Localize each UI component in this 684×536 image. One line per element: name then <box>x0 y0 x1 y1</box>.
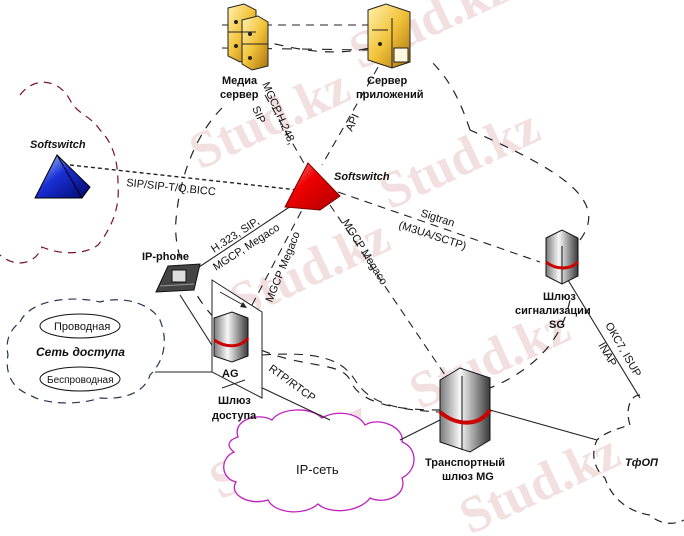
media-gateway-label-2: шлюз MG <box>442 471 494 483</box>
main-softswitch-icon[interactable] <box>284 162 341 211</box>
pstn-label: ТфОП <box>625 457 659 469</box>
link-phone-softswitch <box>189 199 301 274</box>
wireless-ellipse <box>39 366 121 392</box>
access-gateway-inner-label: AG <box>222 368 239 380</box>
access-network-label: Сеть доступа <box>36 345 125 359</box>
ip-network-cloud <box>223 409 415 513</box>
remote-network-cloud <box>0 81 119 264</box>
signaling-gateway-label-2: сигнализации <box>515 305 591 317</box>
link-sg-pstn <box>567 279 641 399</box>
link-sg-softswitch <box>337 191 541 263</box>
media-server-icon[interactable] <box>227 3 269 71</box>
link-ip-mg <box>399 419 441 441</box>
signaling-gateway-icon[interactable] <box>545 229 580 285</box>
remote-softswitch-label: Softswitch <box>30 139 86 151</box>
media-gateway-icon[interactable] <box>438 367 492 453</box>
proto-ag-ip: RTP/RTCP <box>266 363 317 405</box>
access-gateway-label-1: Шлюз <box>218 395 251 407</box>
app-server-icon[interactable] <box>367 3 411 69</box>
media-server-label-2: сервер <box>220 89 259 101</box>
wireless-label: Беспроводная <box>47 375 114 386</box>
proto-app-softswitch: API <box>344 112 362 133</box>
signaling-gateway-label-1: Шлюз <box>543 291 576 303</box>
link-mg-pstn <box>489 409 598 441</box>
link-softswitch-softswitch <box>69 164 299 191</box>
app-server-label-2: приложений <box>356 89 423 101</box>
wired-label: Проводная <box>54 321 110 333</box>
watermark-text: Stud.kz <box>181 58 358 181</box>
media-server-label-1: Медиа <box>222 75 258 87</box>
core-network-boundary <box>175 39 590 411</box>
media-gateway-label-1: Транспортный <box>425 457 505 469</box>
watermark-text: Stud.kz <box>371 98 548 221</box>
ip-network-label: IP-сеть <box>296 462 339 477</box>
signaling-gateway-label-3: SG <box>549 319 565 331</box>
link-ag-ip <box>255 384 331 421</box>
remote-softswitch-icon[interactable] <box>34 154 91 199</box>
link-ag-mg <box>261 353 441 413</box>
ip-phone-icon[interactable] <box>155 263 201 293</box>
wired-ellipse <box>39 313 121 339</box>
ip-phone-label: IP-phone <box>142 251 189 263</box>
link-ag-softswitch <box>251 209 303 306</box>
app-server-label-1: Сервер <box>367 75 408 87</box>
pstn-cloud <box>593 394 684 524</box>
access-gateway-label-2: доступа <box>212 410 257 422</box>
access-network-cloud <box>6 298 165 404</box>
links <box>69 24 641 441</box>
access-gateway-icon[interactable] <box>211 279 263 399</box>
link-app-softswitch <box>321 54 386 166</box>
link-phone-ag <box>179 294 216 351</box>
main-softswitch-label: Softswitch <box>334 171 390 183</box>
link-mg-softswitch <box>329 204 446 376</box>
